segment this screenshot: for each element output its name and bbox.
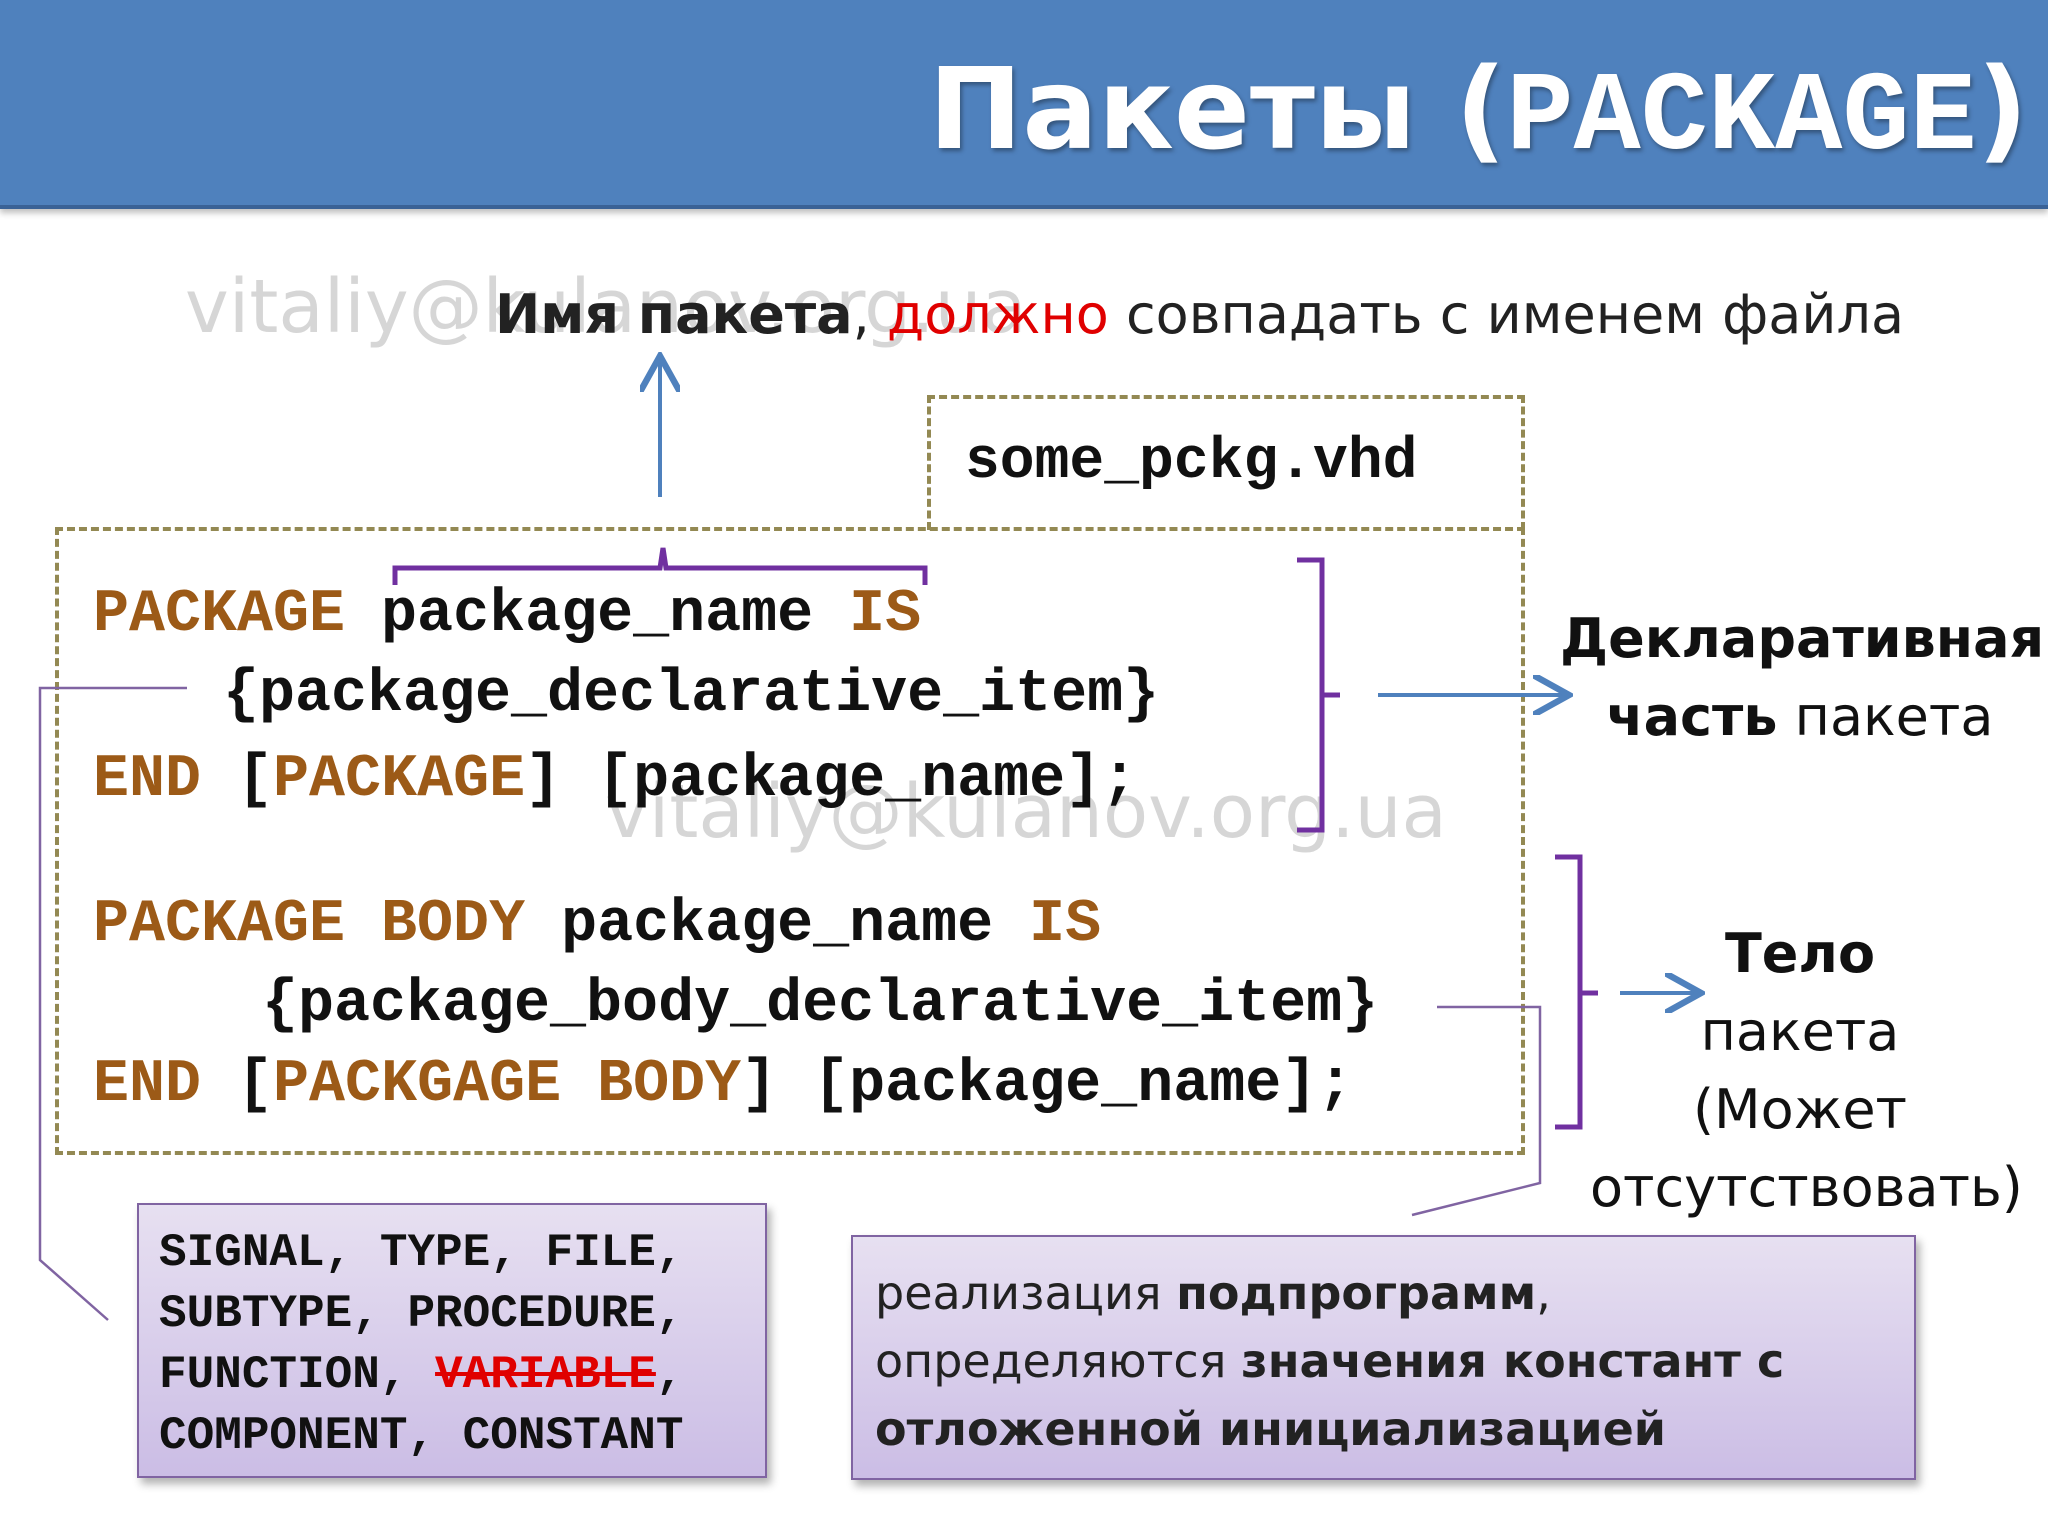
body-label-line3: (Может	[1692, 1078, 1908, 1141]
keyword: PACKAGE	[273, 746, 526, 814]
title-keyword: PACKAGE	[1506, 55, 1977, 182]
keyword: PACKAGE	[93, 581, 346, 649]
code-text: [	[201, 746, 274, 814]
keyword: PACKGAGE BODY	[273, 1051, 742, 1119]
declarative-label-line1: Декларативная	[1560, 607, 2045, 670]
package-body-label: Тело пакета (Может отсутствовать)	[1590, 915, 2023, 1227]
keyword: IS	[1029, 891, 1102, 959]
title-prefix: Пакеты (	[928, 45, 1507, 175]
keyword: END	[93, 746, 202, 814]
slide-title: Пакеты (PACKAGE)	[928, 40, 2028, 182]
title-bar	[0, 0, 2048, 209]
declarative-label-rest: пакета	[1777, 685, 1994, 748]
watermark: vitaliy@kulanov.org.ua	[185, 264, 1027, 350]
code-line-end-package-body: END [PACKGAGE BODY] [package_name];	[93, 1045, 1353, 1125]
items-text: , COMPONENT, CONSTANT	[159, 1349, 684, 1462]
body-note-text: реализация подпрограмм, определяются зна…	[875, 1259, 1892, 1463]
body-label-line2: пакета	[1700, 1000, 1900, 1063]
file-name-box	[927, 395, 1525, 530]
title-suffix: )	[1976, 45, 2028, 175]
body-note-plain: , определяются	[875, 1266, 1551, 1388]
code-text: ] [package_name];	[525, 746, 1138, 814]
body-note-bold: подпрограмм	[1176, 1266, 1537, 1320]
caption-comma: ,	[852, 283, 887, 346]
body-bracket	[1555, 854, 1598, 1130]
code-line-package: PACKAGE package_name IS	[93, 575, 921, 655]
declarative-bracket	[1297, 557, 1340, 833]
body-note-bold: значения констант с отложенной инициализ…	[875, 1334, 1785, 1456]
file-name: some_pckg.vhd	[965, 430, 1418, 495]
body-label-line1: Тело	[1724, 922, 1876, 985]
declarative-label-bold: часть	[1606, 685, 1778, 748]
code-text: ] [package_name];	[741, 1051, 1354, 1119]
watermark: vitaliy@kulanov.org.ua	[605, 769, 1447, 855]
declarative-items-list: SIGNAL, TYPE, FILE, SUBTYPE, PROCEDURE, …	[159, 1223, 745, 1467]
declarative-label-line2: часть пакета	[1560, 678, 2040, 756]
body-item-connector	[1411, 1005, 1542, 1217]
items-struck: VARIABLE	[435, 1349, 656, 1401]
code-text: package_name	[345, 581, 850, 649]
code-line-package-body: PACKAGE BODY package_name IS	[93, 885, 1101, 965]
code-box	[55, 527, 1525, 1155]
code-text: [	[201, 1051, 274, 1119]
declarative-items-note: SIGNAL, TYPE, FILE, SUBTYPE, PROCEDURE, …	[137, 1203, 767, 1478]
name-brace	[392, 547, 928, 585]
package-name-caption: Имя пакета, должно совпадать с именем фа…	[495, 280, 1904, 350]
code-line-declarative-item: {package_declarative_item}	[223, 661, 1160, 729]
caption-emphasis: должно	[886, 283, 1109, 346]
body-label-line4: отсутствовать)	[1590, 1156, 2023, 1219]
code-text: package_name	[525, 891, 1030, 959]
code-line-end-package: END [PACKAGE] [package_name];	[93, 740, 1137, 820]
declarative-part-label: Декларативная часть пакета	[1560, 600, 2045, 756]
items-text: SIGNAL, TYPE, FILE, SUBTYPE, PROCEDURE, …	[159, 1227, 684, 1401]
body-note-plain: реализация	[875, 1266, 1177, 1320]
declarative-item-connector	[38, 686, 187, 1321]
keyword: END	[93, 1051, 202, 1119]
caption-rest: совпадать с именем файла	[1108, 283, 1905, 346]
body-items-note: реализация подпрограмм, определяются зна…	[851, 1235, 1916, 1480]
keyword: PACKAGE BODY	[93, 891, 526, 959]
caption-bold: Имя пакета	[495, 283, 853, 346]
keyword: IS	[849, 581, 922, 649]
code-line-body-declarative-item: {package_body_declarative_item}	[262, 971, 1379, 1039]
